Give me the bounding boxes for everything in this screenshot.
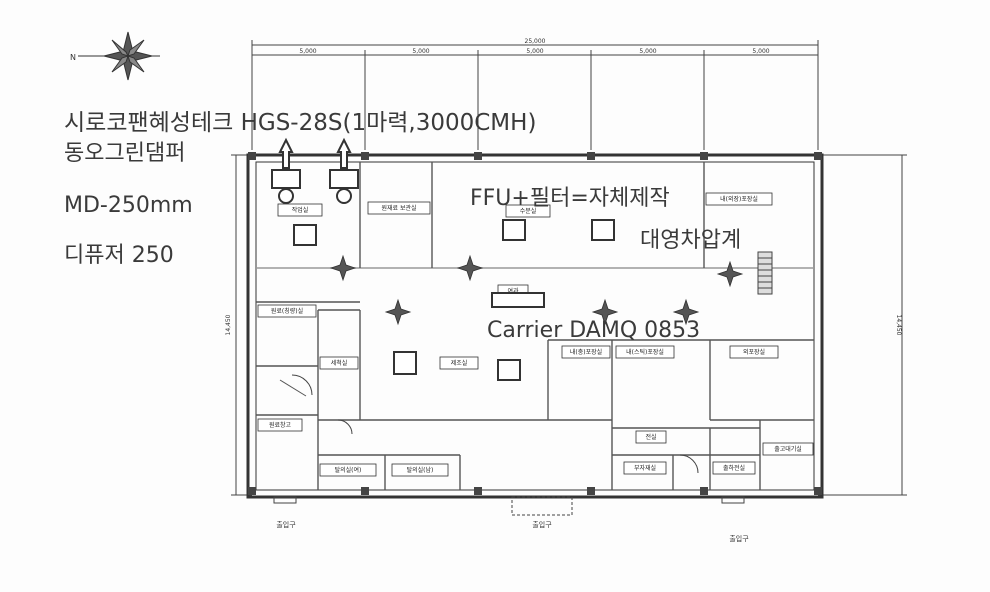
sirocco-fan-icon [271,137,359,204]
room-label-r4: 내(외장)포장실 [720,195,758,203]
room-label-r8: 제조실 [451,359,468,367]
note-damper-brand: 동오그린댐퍼 [64,141,186,166]
note-fan-spec: 시로코팬혜성테크 HGS-28S(1마력,3000CMH) [64,110,537,136]
room-label-r3: 수분실 [520,207,537,215]
entrance-label-center: 출입구 [532,520,552,529]
bay-dimension-4: 5,000 [639,48,656,55]
compass-icon: N [70,31,160,81]
room-label-r7: 세척실 [331,359,348,367]
door-swings [291,374,699,474]
room-label-r11: 외포장실 [743,348,765,356]
bay-dimension-3: 5,000 [526,48,543,55]
side-dimension-right: 14,450 [895,315,902,336]
structural-columns [248,152,822,495]
room-label-r16: 부자재실 [634,464,656,472]
room-label-r1: 작업실 [292,206,309,214]
room-label-r14: 탈의실(여) [335,466,362,474]
room-label-r15: 탈의실(남) [407,466,434,474]
dimension-lines [231,40,907,496]
room-label-r18: 출고대기실 [774,445,802,453]
side-dimension-left: 14,450 [225,314,232,335]
entrance-markers [273,496,745,516]
entrance-label-right: 출입구 [729,534,749,543]
room-label-r10: 내(스틱)포장실 [626,348,664,356]
note-ffu-filter: FFU+필터=자체제작 [470,186,670,211]
bay-dimension-2: 5,000 [412,48,429,55]
room-labels: 작업실 원재료 보관실 수분실 내(외장)포장실 여과 원료(칭량)실 세척실 … [257,192,814,477]
note-pressure-gauge: 대영차압계 [640,228,742,253]
note-carrier-unit: Carrier DAMQ 0853 [487,318,701,343]
note-damper-size: MD-250mm [64,193,193,218]
svg-text:N: N [70,53,76,62]
stair-hatch [757,251,773,295]
room-label-r2: 원재료 보관실 [381,204,416,212]
note-diffuser: 디퓨저 250 [64,243,174,268]
room-label-r6: 원료(칭량)실 [271,307,303,315]
room-label-r13: 전실 [645,433,656,441]
diffuser-icon [329,254,744,326]
room-label-r12: 원료창고 [269,421,292,429]
bay-dimension-5: 5,000 [752,48,769,55]
overall-dimension-label: 25,000 [525,38,546,45]
entrance-label-left: 출입구 [276,520,296,529]
room-label-r17: 출하전실 [723,464,745,472]
room-label-r5: 여과 [507,287,519,295]
ffu-units [293,219,615,381]
room-label-r9: 내(충)포장실 [570,348,602,356]
bay-dimension-1: 5,000 [299,48,316,55]
